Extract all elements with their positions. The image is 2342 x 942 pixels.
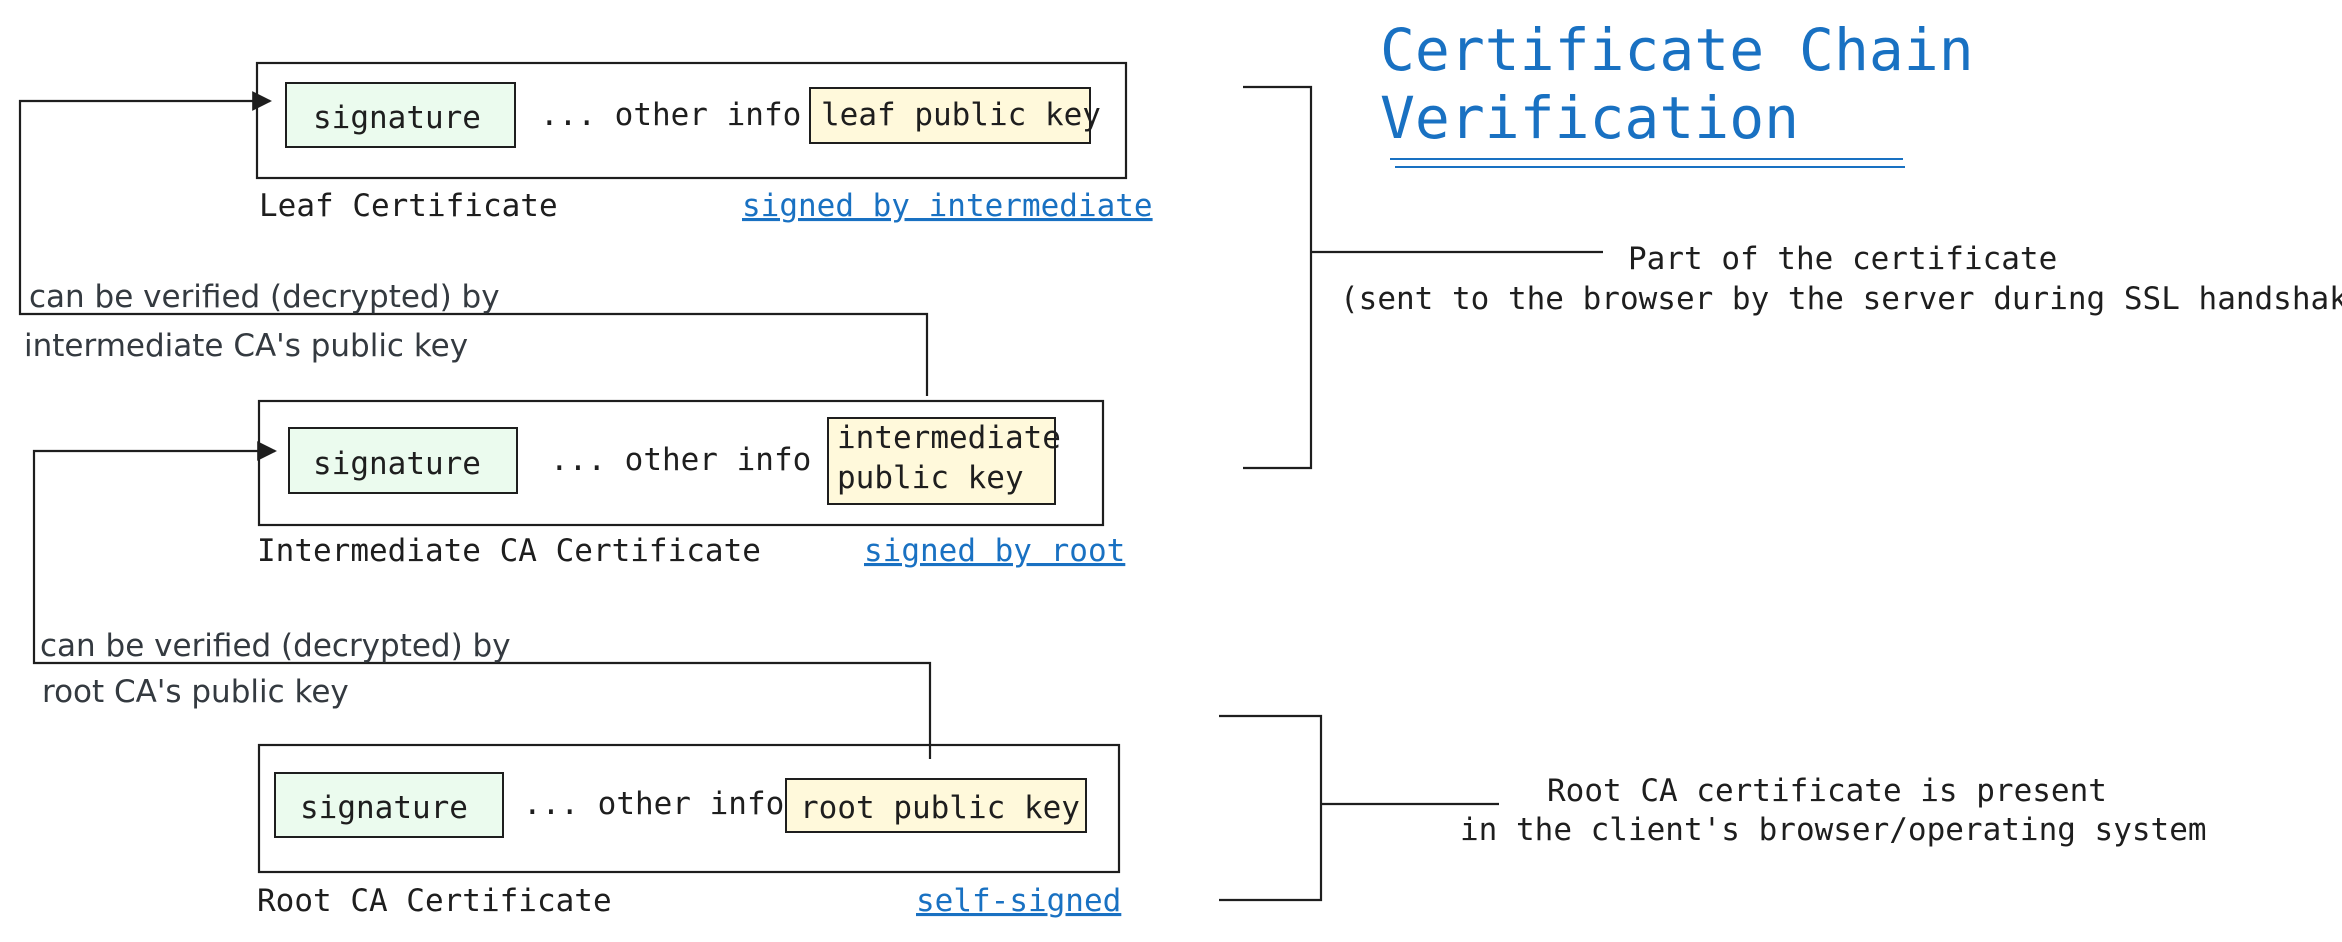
- leaf-certificate-box: [255, 61, 1128, 180]
- diagram-title-line-2: Verification: [1380, 84, 1799, 152]
- leaf-signature-box: [285, 82, 516, 148]
- intermediate-other-info: ... other info: [550, 442, 811, 478]
- root-signed-by-link[interactable]: self-signed: [916, 883, 1121, 919]
- root-certificate-label: Root CA Certificate: [257, 883, 612, 919]
- root-certificate: signature ... other info root public key…: [257, 743, 1121, 919]
- leaf-public-key-label: leaf public key: [821, 97, 1101, 133]
- leaf-verify-note-line-2: intermediate CA's public key: [24, 328, 468, 364]
- root-certificate-box: [257, 743, 1121, 874]
- root-note-line-2: in the client's browser/operating system: [1460, 812, 2207, 848]
- chain-bracket: [1243, 85, 1313, 470]
- root-other-info: ... other info: [523, 786, 784, 822]
- leaf-verify-note-line-1: can be verified (decrypted) by: [29, 279, 500, 315]
- root-note-line-1: Root CA certificate is present: [1547, 773, 2107, 809]
- root-signature-box: [274, 772, 504, 838]
- intermediate-public-key-label-line-1: intermediate: [837, 420, 1061, 456]
- intermediate-verify-note-line-1: can be verified (decrypted) by: [40, 628, 511, 664]
- diagram-title-line-1: Certificate Chain: [1380, 16, 1974, 84]
- intermediate-certificate: signature ... other info intermediate pu…: [257, 399, 1125, 569]
- intermediate-certificate-box: [257, 399, 1105, 527]
- leaf-other-info: ... other info: [540, 97, 801, 133]
- root-public-key-box: [785, 778, 1087, 833]
- intermediate-public-key-label-line-2: public key: [837, 460, 1024, 496]
- intermediate-signature-box: [288, 427, 518, 494]
- leaf-verify-connector: [18, 91, 929, 396]
- chain-note-line-2: (sent to the browser by the server durin…: [1340, 281, 2342, 317]
- leaf-signed-by-link[interactable]: signed by intermediate: [742, 188, 1153, 224]
- intermediate-public-key-box: [827, 417, 1056, 505]
- root-public-key-label: root public key: [800, 790, 1080, 826]
- intermediate-verify-note-line-2: root CA's public key: [42, 674, 349, 710]
- intermediate-signature-label: signature: [313, 446, 481, 482]
- root-bracket: [1219, 714, 1323, 902]
- leaf-public-key-box: [809, 87, 1091, 144]
- intermediate-certificate-label: Intermediate CA Certificate: [257, 533, 761, 569]
- intermediate-signed-by-link[interactable]: signed by root: [864, 533, 1125, 569]
- root-signature-label: signature: [300, 790, 468, 826]
- intermediate-verify-connector: [32, 441, 932, 759]
- leaf-signature-label: signature: [313, 100, 481, 136]
- leaf-certificate: signature ... other info leaf public key…: [255, 61, 1153, 224]
- leaf-certificate-label: Leaf Certificate: [259, 188, 558, 224]
- chain-note-line-1: Part of the certificate: [1628, 241, 2057, 277]
